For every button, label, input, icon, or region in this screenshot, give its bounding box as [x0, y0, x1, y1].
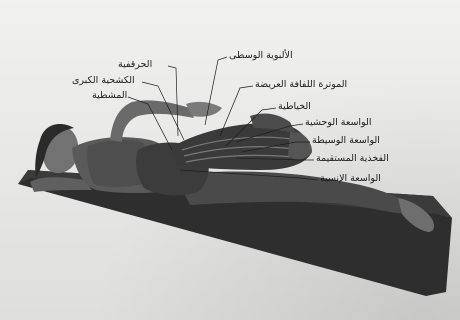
right-foot-held	[186, 102, 222, 117]
leader-iliacus	[168, 66, 178, 136]
label-sartorius: الخياطية	[278, 101, 311, 112]
label-gluteus-medius: الألبوية الوسطى	[229, 50, 293, 61]
label-rectus-femoris: الفخذية المستقيمة	[316, 153, 389, 164]
reaching-arm	[110, 100, 194, 142]
label-tensor-fasciae-latae: الموترة اللفافة العريضة	[255, 79, 347, 90]
label-vastus-lateralis: الواسعة الوحشية	[305, 117, 372, 128]
label-pectineus: المشطية	[92, 90, 127, 101]
label-vastus-medialis: الواسعة الإنسية	[320, 173, 381, 184]
knee	[288, 132, 312, 160]
label-psoas-major: الكشحية الكبرى	[72, 75, 135, 86]
label-vastus-intermedius: الواسعة الوسيطة	[312, 135, 380, 146]
label-iliacus: الحرقفية	[118, 59, 152, 70]
